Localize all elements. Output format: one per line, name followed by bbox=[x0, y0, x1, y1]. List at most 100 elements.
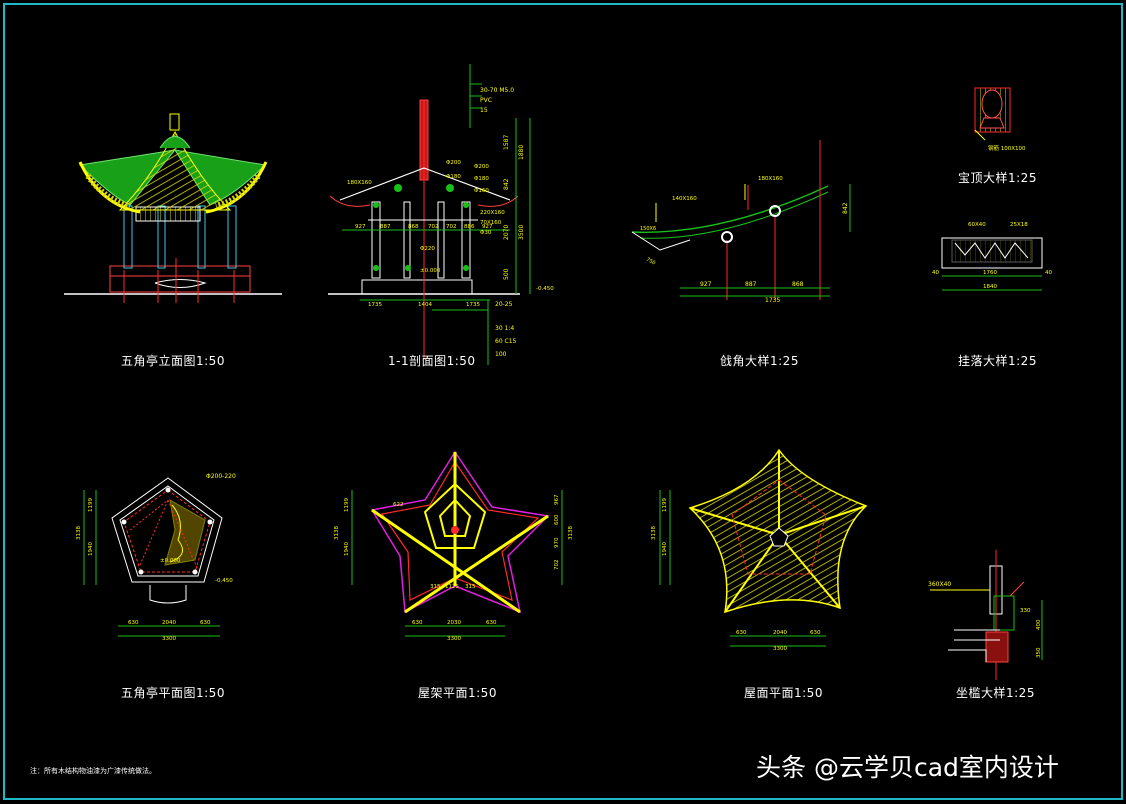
caption-roof-plan: 屋面平面1:50 bbox=[744, 686, 823, 700]
svg-text:±0.000: ±0.000 bbox=[420, 268, 441, 274]
svg-text:868: 868 bbox=[792, 281, 804, 288]
svg-text:15: 15 bbox=[480, 107, 488, 114]
svg-text:630: 630 bbox=[486, 620, 497, 626]
svg-text:360X40: 360X40 bbox=[928, 581, 951, 588]
svg-text:1199: 1199 bbox=[662, 498, 668, 512]
svg-text:2040: 2040 bbox=[773, 630, 787, 636]
svg-text:1880: 1880 bbox=[518, 145, 525, 160]
svg-text:3138: 3138 bbox=[76, 526, 82, 540]
lattice-drawing: 40 1760 40 1840 60X40 25X18 bbox=[932, 222, 1052, 291]
svg-text:40: 40 bbox=[1045, 270, 1052, 276]
svg-text:330: 330 bbox=[1020, 608, 1031, 614]
svg-text:3138: 3138 bbox=[334, 526, 340, 540]
svg-text:702: 702 bbox=[446, 224, 457, 230]
svg-text:2030: 2030 bbox=[447, 620, 461, 626]
svg-text:1404: 1404 bbox=[418, 302, 432, 308]
svg-text:970: 970 bbox=[554, 537, 560, 548]
svg-text:967: 967 bbox=[554, 494, 560, 505]
svg-text:150X6: 150X6 bbox=[640, 226, 656, 232]
svg-text:1199: 1199 bbox=[88, 498, 94, 512]
caption-section: 1-1剖面图1:50 bbox=[388, 354, 476, 368]
svg-text:180X160: 180X160 bbox=[347, 180, 372, 186]
svg-text:30 1:4: 30 1:4 bbox=[495, 325, 514, 332]
bench-drawing: 360X40 330 400 350 bbox=[928, 550, 1043, 680]
svg-text:630: 630 bbox=[736, 630, 747, 636]
drawing-frame bbox=[3, 3, 1123, 800]
svg-text:70X160: 70X160 bbox=[480, 220, 502, 226]
svg-text:887: 887 bbox=[380, 224, 391, 230]
svg-text:3500: 3500 bbox=[518, 225, 525, 240]
svg-text:350: 350 bbox=[1036, 647, 1042, 658]
svg-text:3300: 3300 bbox=[773, 646, 787, 652]
svg-text:Φ200: Φ200 bbox=[474, 164, 489, 170]
section-drawing: 30-70 M5.0 PVC 15 1587 1880 842 2070 350… bbox=[328, 64, 554, 365]
svg-text:1940: 1940 bbox=[344, 542, 350, 556]
svg-text:1940: 1940 bbox=[662, 542, 668, 556]
svg-text:Φ200-220: Φ200-220 bbox=[206, 473, 236, 480]
svg-text:630: 630 bbox=[412, 620, 423, 626]
svg-text:180X160: 180X160 bbox=[758, 176, 783, 182]
caption-eave-corner: 戗角大样1:25 bbox=[720, 354, 799, 368]
svg-text:1125: 1125 bbox=[445, 584, 459, 590]
svg-text:3138: 3138 bbox=[568, 526, 574, 540]
svg-text:630: 630 bbox=[810, 630, 821, 636]
svg-text:1587: 1587 bbox=[503, 135, 510, 150]
svg-text:1199: 1199 bbox=[344, 498, 350, 512]
svg-text:400: 400 bbox=[1036, 619, 1042, 630]
svg-text:868: 868 bbox=[408, 224, 419, 230]
svg-text:Φ30: Φ30 bbox=[480, 230, 492, 236]
svg-text:630: 630 bbox=[200, 620, 211, 626]
caption-finial: 宝顶大样1:25 bbox=[958, 171, 1037, 185]
svg-text:600: 600 bbox=[554, 514, 560, 525]
svg-text:140X160: 140X160 bbox=[672, 196, 697, 202]
watermark-text: 头条 @云学贝cad室内设计 bbox=[756, 753, 1059, 782]
roof-plan-drawing: 1199 1940 3138 630 2040 630 3300 bbox=[651, 448, 868, 652]
svg-text:30-70 M5.0: 30-70 M5.0 bbox=[480, 87, 514, 94]
finial-drawing: 钢筋 100X100 bbox=[974, 87, 1026, 152]
svg-text:500: 500 bbox=[503, 268, 510, 280]
svg-text:887: 887 bbox=[745, 281, 757, 288]
svg-text:1735: 1735 bbox=[765, 297, 780, 304]
caption-floor-plan: 五角亭平面图1:50 bbox=[121, 686, 225, 700]
svg-text:20-25: 20-25 bbox=[495, 301, 513, 308]
svg-text:-0.450: -0.450 bbox=[215, 578, 233, 584]
svg-text:钢筋 100X100: 钢筋 100X100 bbox=[988, 144, 1026, 152]
svg-text:220X160: 220X160 bbox=[480, 210, 505, 216]
caption-bench: 坐槛大样1:25 bbox=[956, 686, 1035, 700]
roof-frame-drawing: 1199 1940 3138 967 600 970 702 3138 622 … bbox=[334, 450, 574, 642]
svg-text:315: 315 bbox=[430, 584, 441, 590]
svg-text:702: 702 bbox=[554, 560, 560, 571]
drawing-note: 注：所有木结构物油漆为广漆传统做法。 bbox=[30, 767, 156, 775]
svg-text:3300: 3300 bbox=[447, 636, 461, 642]
svg-text:315: 315 bbox=[465, 584, 476, 590]
svg-text:100: 100 bbox=[495, 351, 507, 358]
svg-text:1940: 1940 bbox=[88, 542, 94, 556]
svg-text:40: 40 bbox=[932, 270, 939, 276]
svg-text:3300: 3300 bbox=[162, 636, 176, 642]
svg-text:1735: 1735 bbox=[368, 302, 382, 308]
floor-plan-drawing: Φ200-220 ±0.000 -0.450 1199 1940 3138 63… bbox=[76, 473, 236, 642]
svg-text:Φ180: Φ180 bbox=[474, 176, 489, 182]
svg-text:927: 927 bbox=[355, 224, 366, 230]
svg-text:60X40: 60X40 bbox=[968, 222, 986, 228]
svg-text:Φ220: Φ220 bbox=[420, 246, 435, 252]
caption-roof-frame: 屋架平面1:50 bbox=[418, 686, 497, 700]
svg-text:2070: 2070 bbox=[503, 225, 510, 240]
svg-text:60 C15: 60 C15 bbox=[495, 338, 517, 345]
svg-text:3138: 3138 bbox=[651, 526, 657, 540]
svg-text:622: 622 bbox=[393, 502, 404, 508]
svg-text:927: 927 bbox=[700, 281, 712, 288]
svg-text:886: 886 bbox=[464, 224, 475, 230]
caption-elevation: 五角亭立面图1:50 bbox=[121, 354, 225, 368]
elevation-drawing bbox=[64, 113, 282, 303]
svg-text:750: 750 bbox=[645, 257, 656, 267]
svg-text:Φ160: Φ160 bbox=[474, 188, 489, 194]
svg-text:-0.450: -0.450 bbox=[536, 286, 554, 292]
svg-text:1735: 1735 bbox=[466, 302, 480, 308]
svg-text:25X18: 25X18 bbox=[1010, 222, 1028, 228]
svg-text:927: 927 bbox=[482, 224, 493, 230]
svg-text:Φ200: Φ200 bbox=[446, 160, 461, 166]
svg-text:630: 630 bbox=[128, 620, 139, 626]
svg-text:702: 702 bbox=[428, 224, 439, 230]
